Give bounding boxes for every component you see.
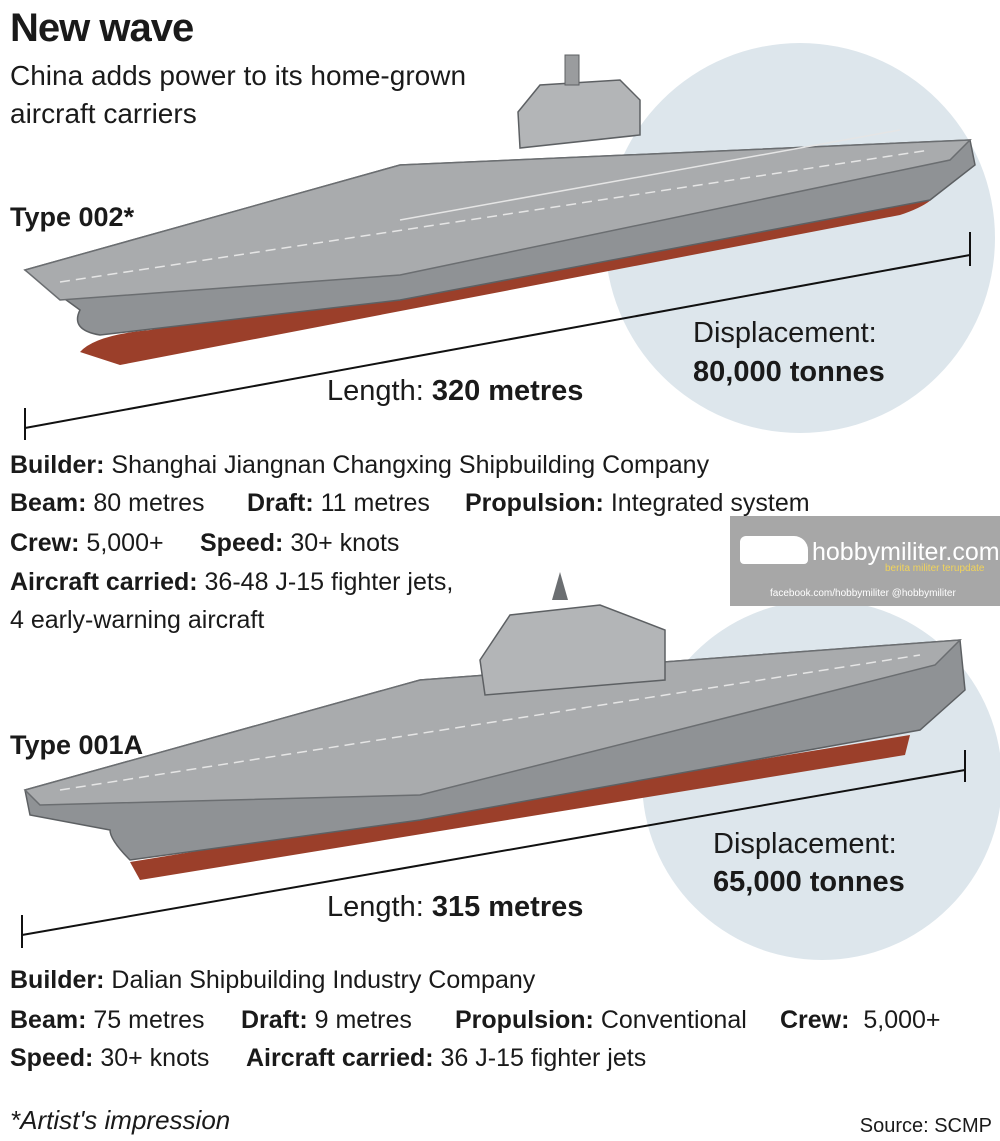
type-002-ship-icon [23,54,976,365]
tank-logo-icon [740,536,808,564]
aircraft-001a: Aircraft carried: 36 J-15 fighter jets [246,1044,647,1072]
displacement-value-002: 80,000 tonnes [693,356,885,388]
displacement-label-001a: Displacement: [713,828,897,860]
watermark-tagline: berita militer terupdate [885,563,985,574]
propulsion-002: Propulsion: Integrated system [465,489,810,517]
displacement-value-001a: 65,000 tonnes [713,866,905,898]
type-001a-ship-icon [23,572,966,880]
draft-002: Draft: 11 metres [247,489,430,517]
builder-002: Builder: Shanghai Jiangnan Changxing Shi… [10,451,710,479]
speed-001a: Speed: 30+ knots [10,1044,210,1072]
subtitle-line-1: China adds power to its home-grown [10,60,467,91]
crew-002: Crew: 5,000+ [10,529,164,557]
builder-001a: Builder: Dalian Shipbuilding Industry Co… [10,966,536,994]
beam-001a: Beam: 75 metres [10,1006,205,1034]
aircraft-002: Aircraft carried: 36-48 J-15 fighter jet… [10,568,454,596]
watermark-site: hobbymiliter.com [812,538,1000,566]
type-001a-label: Type 001A [10,730,144,760]
speed-002: Speed: 30+ knots [200,529,400,557]
footnote: *Artist's impression [10,1105,231,1135]
draft-001a: Draft: 9 metres [241,1006,412,1034]
type-002-label: Type 002* [10,202,135,232]
watermark: hobbymiliter.com berita militer terupdat… [730,516,1000,606]
displacement-circle-002 [605,43,995,433]
source: Source: SCMP [859,1115,992,1137]
aircraft-002-line-2: 4 early-warning aircraft [10,606,265,634]
length-001a: Length: 315 metres [327,891,584,923]
length-002: Length: 320 metres [327,375,584,407]
crew-001a: Crew: 5,000+ [780,1006,941,1034]
watermark-social: facebook.com/hobbymiliter @hobbymiliter [770,588,956,599]
length-line-001a [21,750,966,948]
length-line-002 [24,232,971,440]
displacement-label-002: Displacement: [693,317,877,349]
page-title: New wave [10,6,194,50]
subtitle-line-2: aircraft carriers [10,98,197,129]
propulsion-001a: Propulsion: Conventional [455,1006,747,1034]
beam-002: Beam: 80 metres [10,489,205,517]
